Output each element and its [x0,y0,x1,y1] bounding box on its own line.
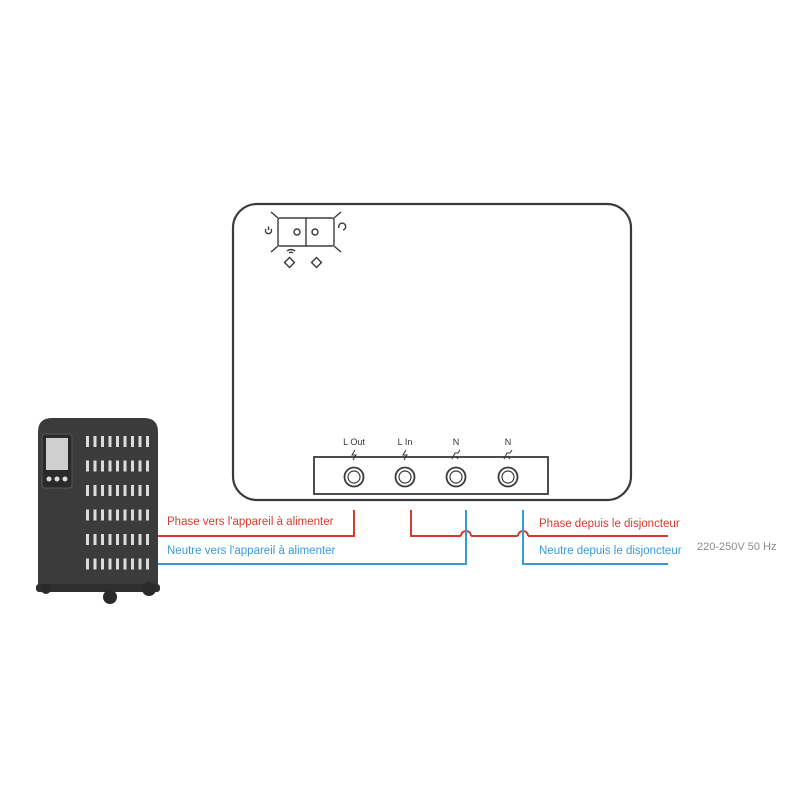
oil-heater-icon [36,418,160,604]
label-neutral-from-breaker: Neutre depuis le disjoncteur [539,545,682,557]
heater-fin-slot [116,558,119,570]
heater-fin-slot [146,558,149,570]
heater-fin-slot [131,460,134,472]
heater-fin-slot [93,460,97,472]
heater-fin-slot [138,509,142,521]
heater-fin-slot [146,436,149,447]
left-button-icon[interactable] [293,228,301,236]
heater-fin-slot [138,436,142,447]
right-button-icon[interactable] [311,228,319,236]
heater-fin-slot [138,534,142,545]
smart-switch-device: L Out L In N N [231,202,633,502]
heater-fin-slot [93,534,97,545]
neutral-icon [503,449,513,460]
heater-fin-slot [131,436,134,447]
heater-fin-slot [93,509,97,521]
neutral-icon [451,449,461,460]
heater-fin-slot [108,534,112,545]
heater-fin-slot [138,558,142,570]
heater-fin-slot [116,436,119,447]
heater-fin-slot [116,485,119,496]
status-led-icon [310,256,323,269]
heater-fin-slot [86,485,89,496]
reset-icon [338,222,347,231]
heater-fin-slot [93,436,97,447]
heater-fin-slot [146,460,149,472]
heater-fin-slot [116,509,119,521]
heater-fin-slot [123,534,127,545]
terminal-screw-n1[interactable] [445,466,467,488]
wifi-icon [286,248,296,254]
label-phase-from-breaker: Phase depuis le disjoncteur [539,518,680,530]
heater-fin-slot [101,436,104,447]
neutral-wire-to-appliance [158,510,467,565]
heater-fin-slot [101,558,104,570]
lightning-icon [402,449,408,461]
phase-wire-from-breaker [410,510,461,537]
terminal-screw-lin[interactable] [394,466,416,488]
control-buttons [264,211,347,269]
wifi-led-icon [283,256,296,269]
heater-fin-slot [116,534,119,545]
terminal-screw-lout[interactable] [343,466,365,488]
heater-fin-slot [108,485,112,496]
neutral-wire-from-breaker [522,510,668,565]
terminal-label-n1: N [453,437,460,447]
terminal-label-lin: L In [398,437,413,447]
heater-fin-slot [131,534,134,545]
phase-wire-to-appliance [158,510,355,537]
heater-fin-slot [123,558,127,570]
heater-fin-slot [131,509,134,521]
heater-fin-slot [108,460,112,472]
heater-fin-slot [146,534,149,545]
heater-fin-slot [123,460,127,472]
label-supply-voltage: 220-250V 50 Hz [697,541,777,553]
terminal-block: L Out L In N N [313,437,549,495]
heater-fin-slot [123,436,127,447]
heater-fin-slot [101,509,104,521]
wires [158,510,668,565]
heater-fin-slot [93,485,97,496]
heater-fin-slot [86,558,89,570]
heater-fin-slot [123,509,127,521]
terminal-screw-n2[interactable] [497,466,519,488]
heater-fin-slot [108,509,112,521]
label-neutral-to-appliance: Neutre vers l'appareil à alimenter [167,545,336,557]
heater-fin-slot [146,485,149,496]
device-body [231,202,633,502]
heater-fin-slot [108,558,112,570]
heater-fin-slot [131,485,134,496]
heater-fin-slot [101,460,104,472]
heater-fin-slot [86,509,89,521]
heater-fin-slot [131,558,134,570]
heater-fin-slot [138,485,142,496]
heater-fin-slot [108,436,112,447]
terminal-label-lout: L Out [343,437,365,447]
lightning-icon [351,449,357,461]
terminal-label-n2: N [505,437,512,447]
heater-fin-slot [123,485,127,496]
heater-fin-slot [101,485,104,496]
heater-fin-slot [101,534,104,545]
heater-fin-slot [86,534,89,545]
heater-fin-slot [138,460,142,472]
heater-fin-slot [86,436,89,447]
heater-fin-slot [86,460,89,472]
power-icon [264,228,273,235]
label-phase-to-appliance: Phase vers l'appareil à alimenter [167,516,334,528]
heater-fin-slot [116,460,119,472]
heater-fin-slot [93,558,97,570]
heater-fin-slot [146,509,149,521]
